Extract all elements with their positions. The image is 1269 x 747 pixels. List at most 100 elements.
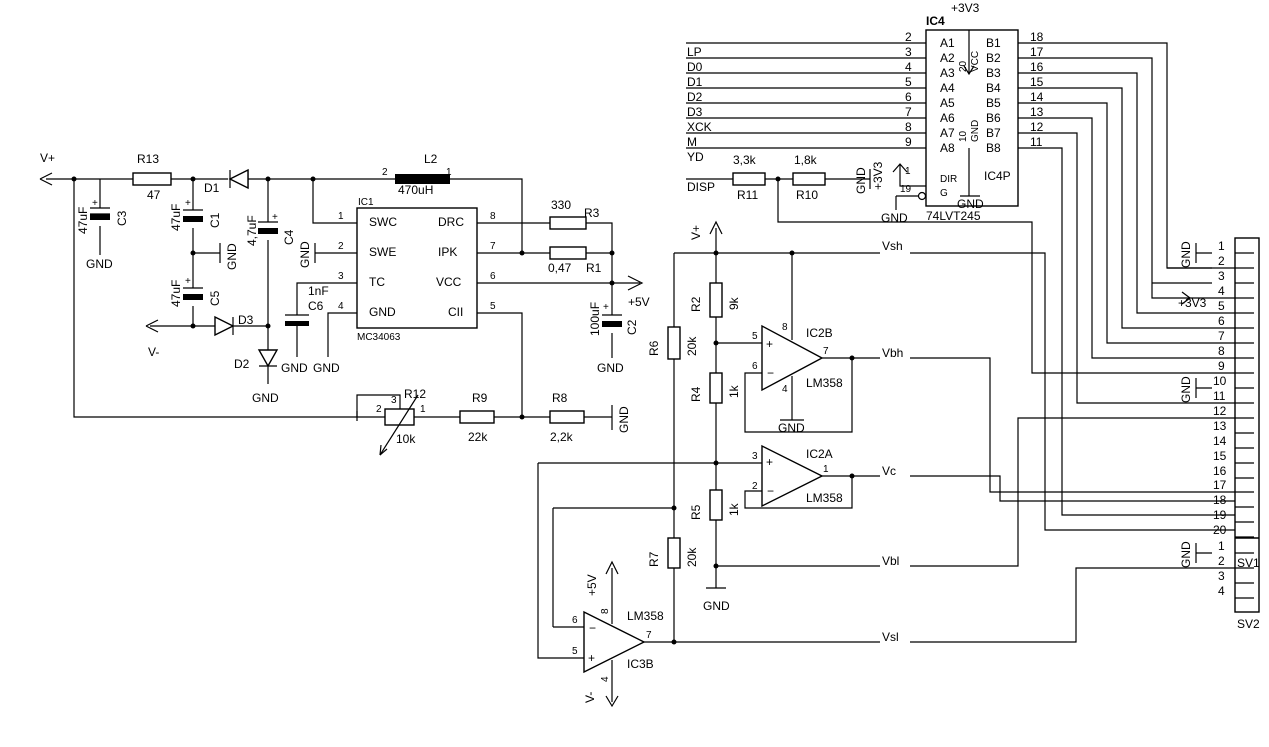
signal-label: D0 — [687, 60, 703, 74]
ic4-pin-num: 15 — [1030, 75, 1044, 89]
gnd-label: GND — [86, 257, 113, 271]
ic1-pin-num: 4 — [338, 301, 344, 312]
sv2-pin-num: 14 — [1213, 434, 1227, 448]
opamp-minus-sign: − — [767, 484, 774, 498]
sv2-pin-num: 6 — [1218, 314, 1225, 328]
opamp-ic2a — [761, 444, 824, 508]
vc-net: Vc — [882, 464, 896, 478]
ic2b-ref: IC2B — [806, 326, 833, 340]
c4-value: 4,7uF — [245, 215, 259, 246]
ic2b-pin: 4 — [782, 384, 788, 395]
svg-text:+: + — [92, 198, 98, 209]
gnd-label: GND — [881, 211, 908, 225]
sv2-pin-numbers: 1 2 3 4 5 6 7 8 9 10 11 12 13 14 15 16 1… — [1213, 239, 1227, 598]
resistor-r13 — [132, 172, 172, 186]
ic1-right-pins: DRC IPK VCC CII 8 7 6 5 — [436, 211, 496, 319]
opamp-plus-sign: + — [766, 337, 773, 351]
ic4-pin-num: 7 — [905, 105, 912, 119]
vsl-net: Vsl — [882, 630, 899, 644]
r1-value: 0,47 — [548, 261, 572, 275]
ic4-pin-name: B6 — [986, 111, 1001, 125]
ic4-pin-name: B2 — [986, 51, 1001, 65]
ic4-pin-num: 19 — [900, 184, 912, 195]
sv1-pin-num: 1 — [1218, 539, 1225, 553]
r9-ref: R9 — [472, 391, 488, 405]
plus3v3-label: +3V3 — [1178, 296, 1207, 310]
gnd-label: GND — [1179, 376, 1193, 403]
ic1-pin-num: 2 — [338, 241, 344, 252]
ic4-pin-num: 5 — [905, 75, 912, 89]
diode-d3 — [214, 315, 235, 337]
ic4-pin-num: 3 — [905, 45, 912, 59]
ic2b-pin: 6 — [752, 361, 758, 372]
ic4-pin-num: 18 — [1030, 30, 1044, 44]
gnd-label: GND — [1179, 541, 1193, 568]
ic1-name: MC34063 — [357, 332, 401, 343]
ic4-pin-num: 6 — [905, 90, 912, 104]
r2-value: 9k — [727, 296, 741, 310]
ic4-pin-name: B3 — [986, 66, 1001, 80]
gnd-label: GND — [778, 421, 805, 435]
c1-ref: C1 — [208, 212, 222, 228]
signal-label: M — [687, 135, 697, 149]
ic2b-type: LM358 — [806, 376, 843, 390]
capacitor-c3 — [90, 214, 110, 220]
svg-text:+: + — [185, 276, 191, 287]
r5-value: 1k — [727, 502, 741, 516]
ic1-mc34063 — [356, 207, 478, 329]
l2-pin: 1 — [446, 167, 452, 178]
ic1-pin-name: DRC — [438, 215, 464, 229]
r8-value: 2,2k — [550, 430, 574, 444]
opamp-ic2b — [761, 324, 824, 392]
resistor-r6 — [667, 326, 681, 360]
gnd-label: GND — [281, 361, 308, 375]
opamp-plus-sign: + — [588, 651, 595, 665]
sv2-pin-num: 10 — [1213, 374, 1227, 388]
gnd-label: GND — [957, 197, 984, 211]
gnd-label: GND — [252, 391, 279, 405]
signal-label: XCK — [687, 120, 712, 134]
ic4-pin-name: A5 — [940, 96, 955, 110]
sv2-pin-num: 5 — [1218, 299, 1225, 313]
ic4-pin-num: 2 — [905, 30, 912, 44]
sv2-pin-num: 16 — [1213, 464, 1227, 478]
signal-label: LP — [687, 45, 702, 59]
signal-label: YD — [687, 150, 704, 164]
plus5v-label: +5V — [628, 295, 650, 309]
capacitor-c4 — [258, 228, 278, 234]
r9-value: 22k — [468, 430, 488, 444]
ic1-pin-num: 8 — [490, 211, 496, 222]
sv1-pin-num: 2 — [1218, 554, 1225, 568]
sv2-pin-num: 8 — [1218, 344, 1225, 358]
ic1-pin-name: CII — [448, 305, 463, 319]
opamp-plus-sign: + — [766, 455, 773, 469]
gnd-label: GND — [1179, 241, 1193, 268]
ic3b-pin: 5 — [572, 646, 578, 657]
sv2-pin-num: 4 — [1218, 284, 1225, 298]
gnd-label: GND — [597, 361, 624, 375]
ic4-pin-num: 11 — [1030, 135, 1043, 149]
ic4-pin-name: B4 — [986, 81, 1001, 95]
ic4-pin-name: GND — [970, 120, 981, 142]
ic1-pin-name: IPK — [438, 245, 457, 259]
r12-value: 10k — [396, 432, 416, 446]
inductor-l2 — [395, 174, 450, 184]
vminus-label: V- — [583, 692, 597, 703]
sv2-pin-num: 2 — [1218, 254, 1225, 268]
ic4-gate: IC4P — [984, 169, 1011, 183]
l2-ref: L2 — [424, 152, 438, 166]
d3-ref: D3 — [238, 313, 254, 327]
diode-d1 — [228, 168, 249, 190]
r8-ref: R8 — [552, 391, 568, 405]
c3-ref: C3 — [115, 210, 129, 226]
c6-value: 1nF — [308, 284, 329, 298]
sv2-pin-num: 15 — [1213, 449, 1227, 463]
sv2-pin-num: 3 — [1218, 269, 1225, 283]
svg-text:+: + — [185, 198, 191, 209]
r11-value: 3,3k — [733, 153, 757, 167]
ic4-pin-num: 8 — [905, 120, 912, 134]
ic4-pin-num: 12 — [1030, 120, 1044, 134]
ic2b-pin: 5 — [752, 331, 758, 342]
gnd-label: GND — [617, 406, 631, 433]
